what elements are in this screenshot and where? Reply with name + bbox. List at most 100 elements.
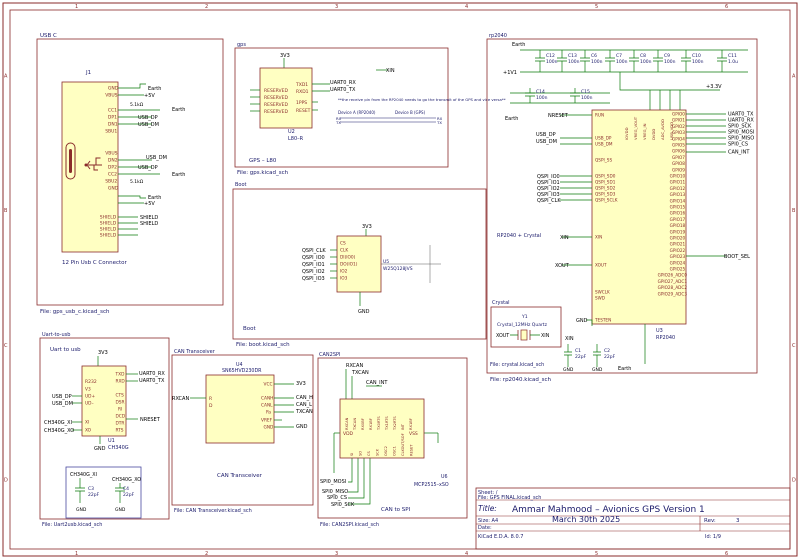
can-net-rxcan: RXCAN [172, 396, 189, 402]
can-net-3v3: 3V3 [296, 381, 306, 387]
uart-pin-rts: RTS [116, 428, 124, 434]
sheet-can2spi[interactable]: CAN2SPI File: CAN2SPI.kicad_sch RXCAN TX… [317, 352, 468, 528]
rp2040-cap-c13: C13 [568, 53, 577, 59]
sheet-boot[interactable]: Boot Boot File: boot.kicad_sch 3V3 CSCLK… [232, 182, 487, 348]
rp2040-cap-c6: C6 [591, 53, 597, 59]
boot-net-io2: QSPI_IO2 [302, 269, 325, 275]
usbc-net-earth-3: Earth [172, 172, 185, 178]
can2spi-wires [333, 369, 439, 505]
usbc-pin-shield-4: SHIELD [100, 233, 117, 239]
usbc-net-usb-dm: USB_DM [138, 122, 159, 128]
usbc-net-5v-2: +5V [144, 201, 155, 207]
rp2040-net-qspi-io0: QSPI_IO0 [537, 174, 560, 180]
can-transceiver-body[interactable] [205, 374, 275, 444]
rp2040-cap-c8: C8 [640, 53, 646, 59]
can-net-txcan: TXCAN [295, 409, 313, 415]
uart-xo-label: CH340G_XO [112, 477, 141, 483]
crystal-c2: C2 [604, 348, 610, 354]
sheet-can2spi-file: File: CAN2SPI.kicad_sch [320, 522, 379, 528]
sheet-rp2040[interactable]: rp2040 File: rp2040.kicad_sch C12100nC13… [486, 33, 758, 383]
rp2040-net-spi0-sck: SPI0_SCK [728, 124, 752, 130]
crystal-c1-val: 22pF [575, 354, 587, 360]
ch340g-body[interactable] [81, 365, 127, 437]
flash-w25q128-body[interactable] [336, 235, 382, 293]
rp2040-pin-qspi_sd3: QSPI_SD3 [595, 192, 616, 197]
usbc-net-earth-2: Earth [172, 107, 185, 113]
rp2040-pin-gpio23: GPIO23 [670, 254, 686, 259]
sheet-crystal[interactable]: Crystal File: crystal.kicad_sch Y1 Cryst… [490, 300, 631, 373]
rp2040-value: RP2040 [656, 335, 675, 341]
usbc-pin-cc2-b: CC2 [108, 172, 117, 178]
gps-tx-b: TX [436, 120, 442, 125]
rp2040-pin-swclk: SWCLK [595, 290, 610, 295]
uart-title: Uart to usb [50, 347, 81, 353]
uart-pin-dcd: DCD [116, 414, 126, 420]
inner-frame [9, 9, 791, 550]
uart-gnd: GND [94, 446, 106, 452]
rp2040-pin-gpio15: GPIO15 [670, 205, 686, 210]
can-pin-gnd: GND [264, 425, 275, 431]
sheet-usbc[interactable]: USB C File: gps_usb_c.kicad_sch J1 GNDVB… [36, 33, 224, 315]
frame-row-right-B: B [792, 208, 796, 214]
rp2040-net-xin: XIN [560, 235, 569, 241]
can2spi-net-can-int: CAN_INT [366, 380, 388, 386]
crystal-gnd-1: GND [563, 367, 574, 373]
tb-title-label: Title: [478, 504, 497, 513]
usbc-net-usb-dp-2: USB_DP [138, 165, 158, 171]
can2spi-net-txcan: TXCAN [351, 370, 369, 376]
can2spi-net-rxcan: RXCAN [346, 363, 363, 369]
rp2040-pin-qspi_sd2: QSPI_SD2 [595, 186, 616, 191]
rp2040-pin-gpio4: GPIO4 [672, 136, 685, 141]
boot-pin-4: IO2 [340, 269, 348, 275]
uart-c3-val: 22pF [88, 492, 100, 498]
rp2040-top-pin-5: USB_VDD [669, 122, 674, 140]
gps-pin-reserved-2: RESERVED [264, 95, 288, 101]
rp2040-pin-gpio21: GPIO21 [670, 242, 686, 247]
rp2040-earth-top: Earth [512, 42, 525, 48]
rp2040-right-pins: GPIO0GPIO1GPIO2GPIO3GPIO4GPIO5GPIO6GPIO7… [658, 112, 688, 297]
usbc-pin-dp2-b: DP2 [108, 165, 117, 171]
can2spi-top-pin-6: TX2RTS [393, 416, 397, 431]
sheet-gps-title: GPS – L80 [249, 158, 277, 164]
uart-net-nreset: NRESET [140, 417, 161, 423]
usbc-pin-vbus: VBUS [105, 93, 117, 99]
uart-pin-left-2: UD– [85, 401, 94, 407]
rp2040-net-uart0-rx: UART0_RX [728, 118, 754, 124]
uart-net-xo: CH340G_XO [44, 428, 74, 434]
rp2040-pin-gpio27_adc1: GPIO27_ADC1 [658, 279, 688, 284]
can2spi-pin-cs: CS [367, 450, 371, 456]
frame-row-D: D [4, 478, 8, 484]
usbc-wires [118, 83, 160, 236]
frame-row-right-C: C [792, 343, 796, 349]
sheet-gps[interactable]: gps GPS – L80 File: gps.kicad_sch 3V3 RE… [234, 42, 506, 176]
rp2040-pin-qspi_ss: QSPI_SS [595, 158, 612, 163]
can2spi-pin-so: SO [359, 451, 363, 456]
usbc-ref: J1 [85, 70, 91, 76]
rp2040-top-pin-0: IOVDD [624, 127, 629, 140]
sheet-can[interactable]: CAN Transceiver File: CAN Transceiver.ki… [171, 349, 314, 514]
rp2040-pin-gpio13: GPIO13 [670, 192, 686, 197]
sheet-uart[interactable]: Uart-to-usb File: Uart2usb.kicad_sch Uar… [39, 332, 170, 528]
rp2040-chip-body[interactable] [591, 109, 687, 325]
rp2040-pin-gpio5: GPIO5 [672, 143, 685, 148]
crystal-body[interactable] [520, 329, 528, 341]
frame-col-bottom-4: 4 [465, 551, 468, 557]
can-pin-r: R [209, 396, 212, 402]
uart-net-usb-dm: USB_DM [52, 401, 73, 407]
rp2040-gnd: GND [576, 318, 588, 324]
gps-net-uart0-tx: UART0_TX [330, 87, 356, 93]
rp2040-pin-gpio6: GPIO6 [672, 149, 685, 154]
usbc-net-usb-dm-2: USB_DM [146, 155, 167, 161]
crystal-gnd-2: GND [592, 367, 603, 373]
gps-l80-body[interactable] [259, 67, 313, 129]
mcp2515-body[interactable] [339, 398, 425, 459]
usbc-net-shield-1: SHIELD [140, 215, 158, 221]
rp2040-pin-gpio14: GPIO14 [670, 198, 686, 203]
rp2040-pin-gpio22: GPIO22 [670, 248, 686, 253]
uart-xtal-box [65, 466, 142, 519]
rp2040-pin-gpio3: GPIO3 [672, 130, 685, 135]
gps-pin-1pps: 1PPS [296, 100, 307, 106]
can2spi-net-sck: SPI0_SCK [331, 502, 355, 508]
